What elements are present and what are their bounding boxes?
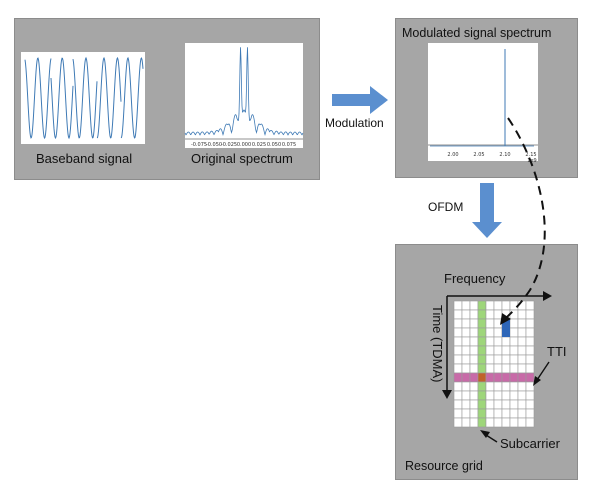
subcarrier-label: Subcarrier [500, 436, 560, 451]
modulated-tick: 2.10 [499, 152, 510, 158]
baseband-label: Baseband signal [36, 151, 133, 166]
spectrum-tick: 0.050 [267, 142, 281, 148]
spectrum-tick: 0.075 [282, 142, 296, 148]
ofdm-label: OFDM [428, 200, 464, 214]
original-spectrum-label: Original spectrum [191, 151, 293, 166]
modulated-title: Modulated signal spectrum [402, 26, 552, 40]
baseband-waveform [24, 56, 144, 140]
original-spectrum-curve [184, 47, 304, 137]
spectrum-tick: -0.025 [221, 142, 237, 148]
baseband-plot [21, 52, 145, 144]
modulated-spectrum-plot: 2.00 2.05 2.10 2.15 1e9 [428, 43, 538, 164]
modulation-label: Modulation [325, 116, 384, 130]
modulated-axis-suffix: 1e9 [527, 158, 536, 164]
spectrum-tick: -0.075 [191, 142, 207, 148]
resource-grid-title: Resource grid [405, 459, 483, 473]
spectrum-tick: 0.000 [237, 142, 251, 148]
spectrum-tick: -0.050 [206, 142, 222, 148]
modulated-tick: 2.00 [447, 152, 458, 158]
spectrum-tick: 0.025 [252, 142, 266, 148]
time-label: Time (TDMA) [430, 305, 445, 383]
ofdm-arrow [472, 183, 502, 238]
modulated-tick: 2.05 [473, 152, 484, 158]
modulation-arrow [332, 86, 388, 114]
tti-label: TTI [547, 344, 567, 359]
original-spectrum-plot: -0.075 -0.050 -0.025 0.000 0.025 0.050 0… [184, 43, 304, 148]
frequency-label: Frequency [444, 271, 506, 286]
